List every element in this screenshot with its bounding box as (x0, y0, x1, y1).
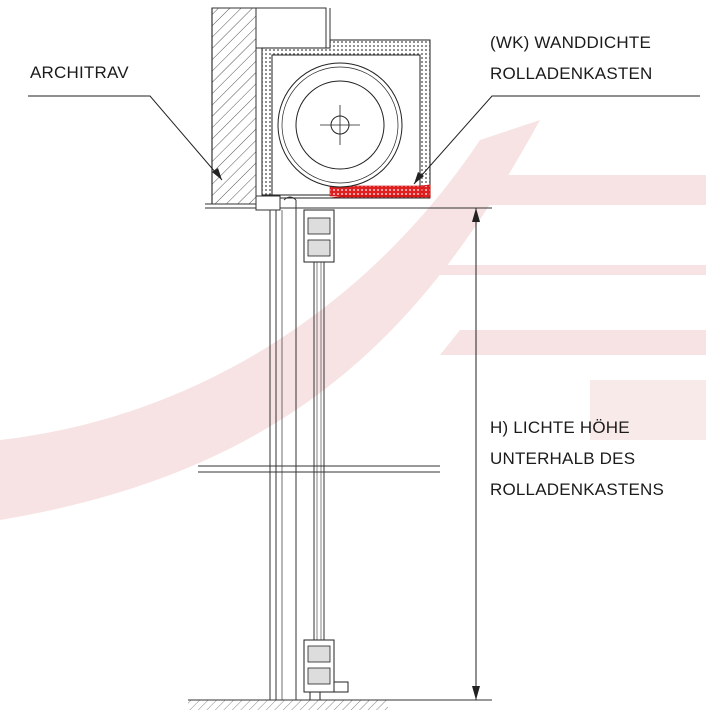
label-box-line1: (WK) WANDDICHTE (490, 33, 651, 52)
watermark-band-3 (440, 330, 706, 355)
window-frame (255, 195, 349, 701)
label-height-line1: H) LICHTE HÖHE (490, 418, 630, 437)
dimension-arrow-top (472, 208, 480, 222)
shutter-box (205, 39, 431, 205)
label-box-line2: ROLLADENKASTEN (490, 64, 652, 83)
background-watermark (0, 120, 706, 520)
height-dimension (472, 208, 480, 700)
dimension-arrow-bottom (472, 686, 480, 700)
architrave-leader (28, 95, 223, 181)
watermark-curve (0, 120, 540, 520)
floor-section (188, 699, 492, 710)
roller-inner (295, 80, 385, 170)
label-architrave: ARCHITRAV (30, 63, 129, 82)
watermark-band-1 (430, 265, 706, 275)
label-height-line3: ROLLADENKASTENS (490, 480, 664, 499)
architrave-arrow (212, 168, 222, 180)
label-height-line2: UNTERHALB DES (490, 449, 635, 468)
box-arrow (414, 172, 424, 184)
box-leader (413, 95, 700, 185)
roller-mid (281, 66, 399, 184)
watermark-band-2 (480, 175, 706, 205)
watermark-block (590, 380, 706, 440)
leader-lines (28, 95, 700, 185)
break-lines (198, 465, 440, 473)
